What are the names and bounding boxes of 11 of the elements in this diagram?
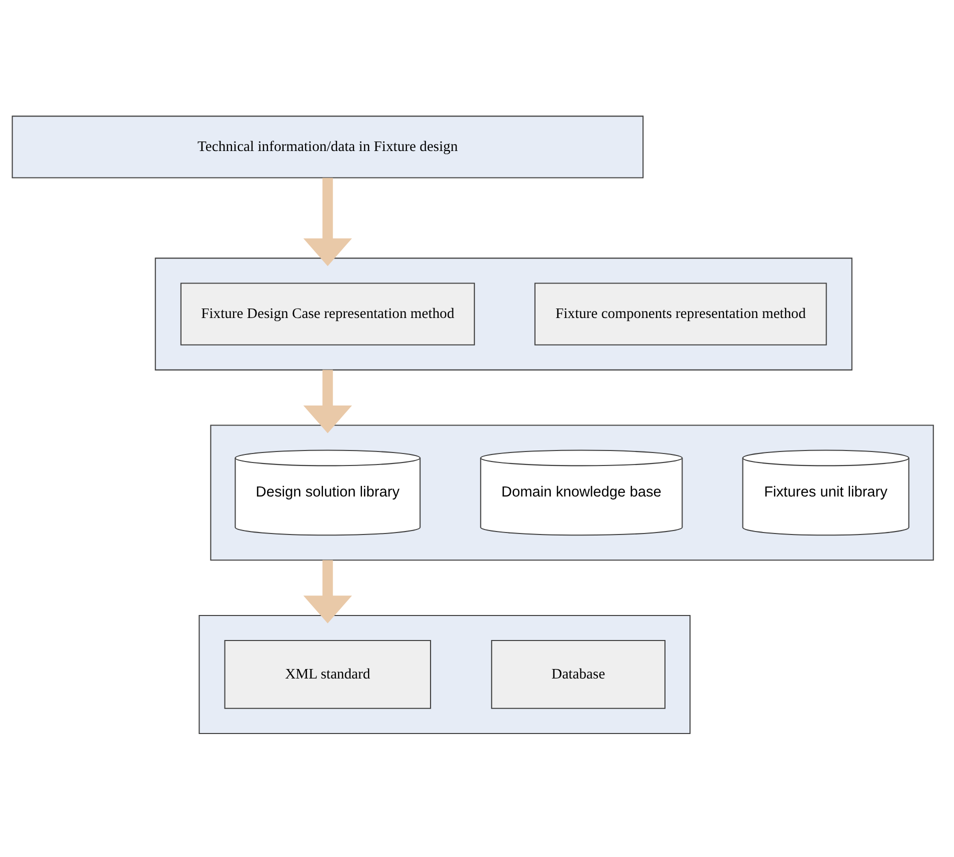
node-box: Fixture components representation method <box>534 282 827 345</box>
cluster <box>198 614 691 734</box>
node-box: Database <box>491 640 666 708</box>
arrow <box>303 560 352 623</box>
cluster <box>210 424 934 560</box>
arrow <box>303 177 352 266</box>
arrow <box>303 369 352 433</box>
node-box: Technical information/data in Fixture design <box>12 115 644 178</box>
node-box: Fixture Design Case representation method <box>180 282 475 345</box>
node-box: XML standard <box>224 640 432 708</box>
cluster <box>154 257 852 370</box>
